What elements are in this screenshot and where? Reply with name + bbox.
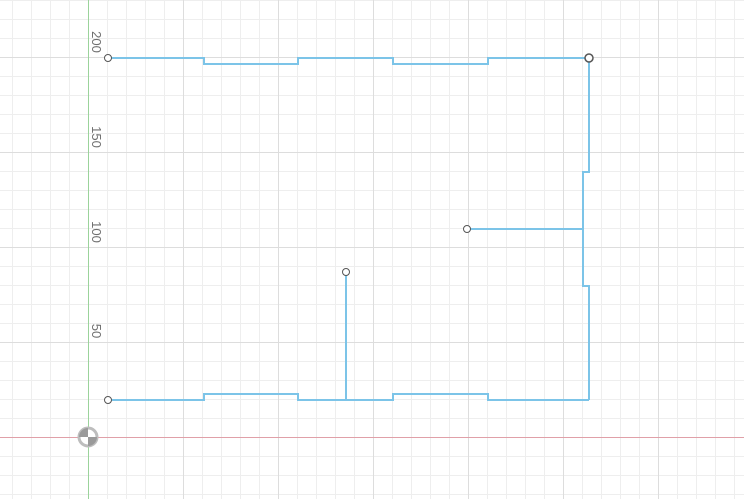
y-tick-label-100: 100 xyxy=(89,221,104,243)
sketch-point-bottom-left[interactable] xyxy=(104,396,112,404)
sketch-top-edge[interactable] xyxy=(108,57,589,65)
y-tick-label-50: 50 xyxy=(89,324,104,338)
sketch-profile[interactable] xyxy=(108,57,590,401)
sketch-point-top-left[interactable] xyxy=(104,54,112,62)
sketch-point-inner-right[interactable] xyxy=(463,225,471,233)
sketch-point-inner-center[interactable] xyxy=(342,268,350,276)
y-tick-label-150: 150 xyxy=(89,126,104,148)
origin-point-icon[interactable] xyxy=(77,426,99,448)
sketch-points[interactable] xyxy=(104,53,594,404)
sketch-point-top-right[interactable] xyxy=(584,53,594,63)
y-tick-label-200: 200 xyxy=(89,31,104,53)
